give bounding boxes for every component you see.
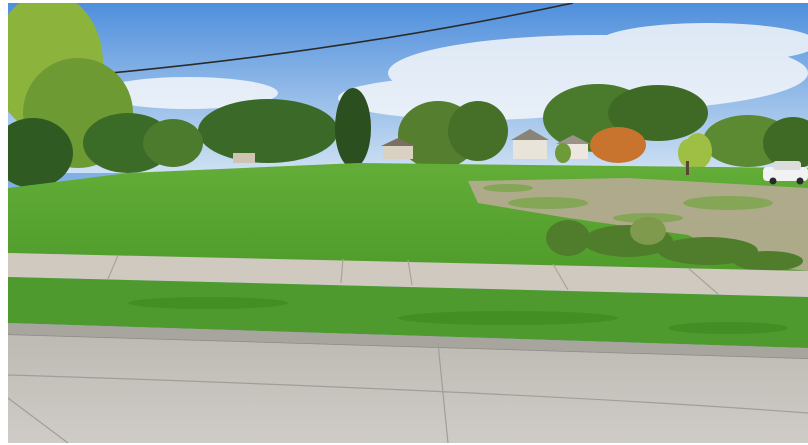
parked-car xyxy=(763,161,808,185)
street-photo xyxy=(8,3,808,443)
background-trees xyxy=(198,84,808,169)
sidewalk xyxy=(8,253,808,297)
grass-verge xyxy=(8,277,808,348)
power-line xyxy=(87,3,574,76)
road-cracks xyxy=(8,342,808,443)
small-trees xyxy=(555,139,698,175)
road xyxy=(8,335,808,443)
curb xyxy=(8,323,808,359)
verge-texture xyxy=(128,297,788,334)
weeds xyxy=(546,217,803,271)
sidewalk-joints xyxy=(107,254,719,295)
left-tree xyxy=(8,3,203,188)
photo-canvas xyxy=(8,3,808,443)
